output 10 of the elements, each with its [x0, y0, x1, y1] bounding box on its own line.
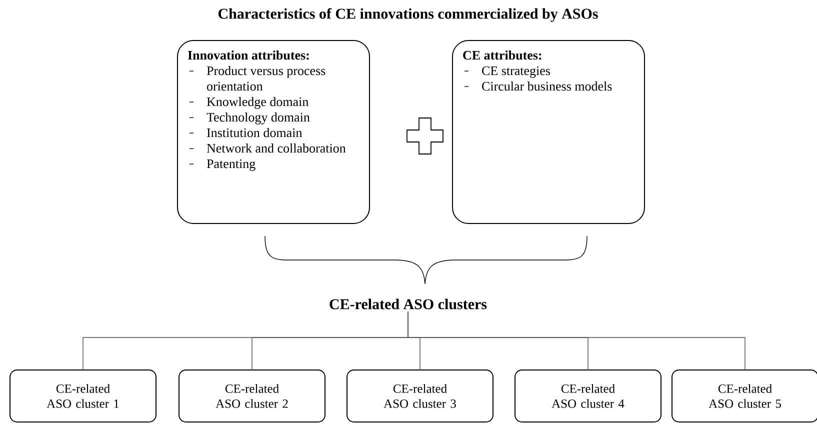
attribute-box: CE attributes: CE strategies Circular business models [452, 40, 645, 224]
title: Characteristics of CE innovations commercialized by ASOs [218, 8, 598, 22]
group-heading: CE-related ASO clusters [330, 298, 487, 310]
cluster-box: CE-related ASO cluster 1 [10, 370, 156, 422]
cluster-box: CE-related ASO cluster 4 [514, 370, 662, 422]
cluster-box: CE-related ASO cluster 3 [346, 370, 494, 422]
cluster-box: CE-related ASO cluster 2 [178, 370, 326, 422]
cluster-box: CE-related ASO cluster 5 [672, 370, 817, 422]
attribute-box: Innovation attributes: Product versus process orientation Knowledge domain Technology domain Institution domain Network and collaboration Patenting [177, 40, 370, 224]
connector-line [408, 311, 746, 370]
